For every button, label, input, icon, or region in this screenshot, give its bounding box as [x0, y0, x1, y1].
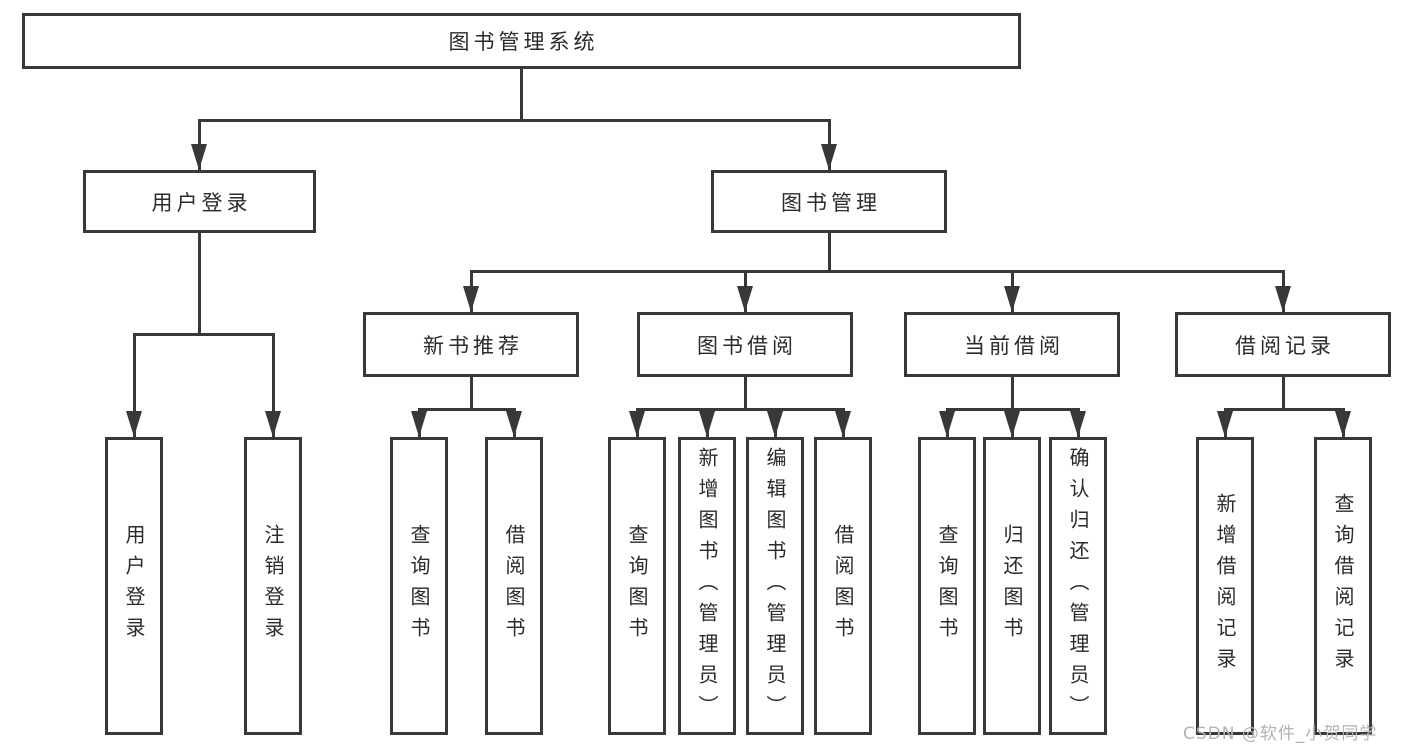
arrow-down-icon — [1217, 411, 1233, 437]
connector-line — [469, 270, 1285, 273]
leaf-logout: 注销登录 — [244, 437, 302, 735]
arrow-down-icon — [411, 411, 427, 437]
connector-line — [743, 377, 747, 410]
arrow-down-icon — [939, 411, 955, 437]
leaf-user-login: 用户登录 — [105, 437, 163, 735]
node-book-borrow: 图书借阅 — [637, 312, 853, 377]
connector-line — [197, 233, 201, 335]
arrow-down-icon — [265, 411, 281, 437]
connector-line — [417, 408, 516, 411]
arrow-down-icon — [1004, 286, 1020, 312]
leaf-borrow-borrow-books: 借阅图书 — [814, 437, 872, 735]
node-new-book-recommend: 新书推荐 — [363, 312, 579, 377]
connector-line — [469, 377, 473, 410]
leaf-records-query-record: 查询借阅记录 — [1314, 437, 1372, 735]
arrow-down-icon — [629, 411, 645, 437]
arrow-down-icon — [1275, 286, 1291, 312]
connector-line — [1010, 377, 1014, 410]
arrow-down-icon — [1004, 411, 1020, 437]
leaf-current-confirm-return-admin: 确认归还（管理员） — [1049, 437, 1107, 735]
node-current-borrow: 当前借阅 — [904, 312, 1120, 377]
arrow-down-icon — [835, 411, 851, 437]
leaf-records-add-record: 新增借阅记录 — [1196, 437, 1254, 735]
connector-line — [1281, 377, 1285, 410]
node-book-management: 图书管理 — [711, 170, 947, 233]
connector-line — [827, 233, 831, 272]
connector-line — [1223, 408, 1345, 411]
arrow-down-icon — [463, 286, 479, 312]
leaf-borrow-query-books: 查询图书 — [608, 437, 666, 735]
connector-line — [271, 333, 275, 437]
node-user-login: 用户登录 — [83, 170, 316, 233]
arrow-down-icon — [1070, 411, 1086, 437]
leaf-borrow-add-books-admin: 新增图书（管理员） — [678, 437, 736, 735]
connector-line — [520, 69, 523, 121]
node-borrow-records: 借阅记录 — [1175, 312, 1391, 377]
leaf-recommend-query-books: 查询图书 — [390, 437, 448, 735]
arrow-down-icon — [737, 286, 753, 312]
leaf-recommend-borrow-books: 借阅图书 — [485, 437, 543, 735]
csdn-watermark: CSDN @软件_小贺同学 — [1183, 724, 1378, 744]
arrow-down-icon — [821, 144, 837, 170]
arrow-down-icon — [1335, 411, 1351, 437]
arrow-down-icon — [767, 411, 783, 437]
connector-line — [132, 333, 275, 336]
arrow-down-icon — [191, 144, 207, 170]
connector-line — [635, 408, 845, 411]
node-library-system: 图书管理系统 — [22, 13, 1021, 69]
leaf-current-return-books: 归还图书 — [983, 437, 1041, 735]
arrow-down-icon — [699, 411, 715, 437]
leaf-borrow-edit-books-admin: 编辑图书（管理员） — [746, 437, 804, 735]
arrow-down-icon — [126, 411, 142, 437]
arrow-down-icon — [506, 411, 522, 437]
connector-line — [132, 333, 136, 437]
leaf-current-query-books: 查询图书 — [918, 437, 976, 735]
connector-line — [197, 119, 831, 122]
